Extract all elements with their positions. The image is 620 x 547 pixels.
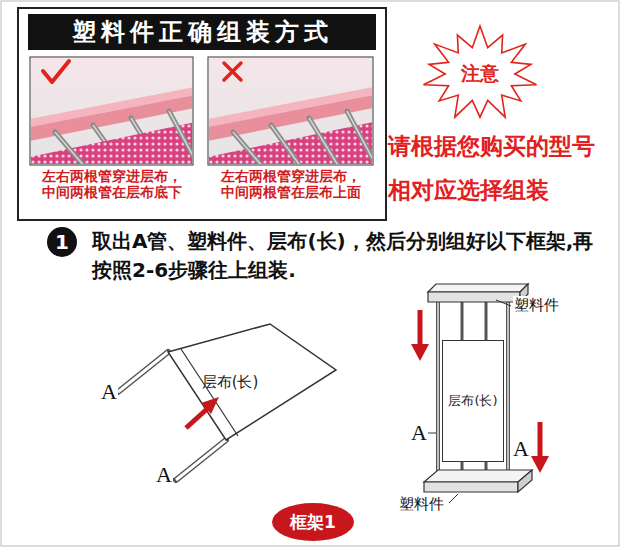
- insert-arrow: [186, 409, 207, 428]
- wrong-example-frame: 左右两根管穿进层布，中间两根管在层布上面: [208, 57, 373, 202]
- frame-badge: 框架1: [272, 503, 354, 541]
- part-label: 塑料件: [398, 495, 445, 514]
- step-number: 1: [47, 227, 77, 257]
- header-band: 塑料件正确组装方式: [28, 14, 376, 50]
- part-label: 塑料件: [513, 296, 560, 315]
- part-label: A: [410, 420, 428, 446]
- part-label: A: [100, 379, 118, 405]
- shelf-cloth: 层布(长): [160, 320, 340, 445]
- header-band-text: 塑料件正确组装方式: [72, 16, 333, 48]
- correct-example-frame-text: 左右两根管穿进层布，中间两根管在层布底下: [39, 168, 184, 200]
- model-note: 请根据您购买的型号 相对应选择组装: [388, 124, 606, 212]
- shelf-cloth-text: 层布(长): [448, 392, 497, 410]
- correct-example-frame: 左右两根管穿进层布，中间两根管在层布底下: [30, 57, 193, 202]
- notice-starburst: 注意: [420, 24, 540, 124]
- cloth-outline: [168, 324, 336, 440]
- shelf-cloth-text: 层布(长): [202, 373, 259, 392]
- part-label: A: [155, 462, 173, 488]
- shelf-cloth: 层布(长): [442, 340, 504, 462]
- part-label: A: [512, 436, 530, 462]
- insert-arrow: [201, 397, 219, 414]
- step-instruction: 取出A管、塑料件、层布(长)，然后分别组好以下框架,再按照2-6步骤往上组装.: [92, 227, 607, 285]
- cloth-sleeve: [181, 349, 238, 436]
- notice-starburst-text: 注意: [461, 61, 499, 87]
- frame-badge-text: 框架1: [290, 511, 336, 534]
- step-number-text: 1: [55, 230, 69, 254]
- starburst-outline: [424, 26, 537, 117]
- wrong-example-frame-text: 左右两根管穿进层布，中间两根管在层布上面: [218, 168, 363, 200]
